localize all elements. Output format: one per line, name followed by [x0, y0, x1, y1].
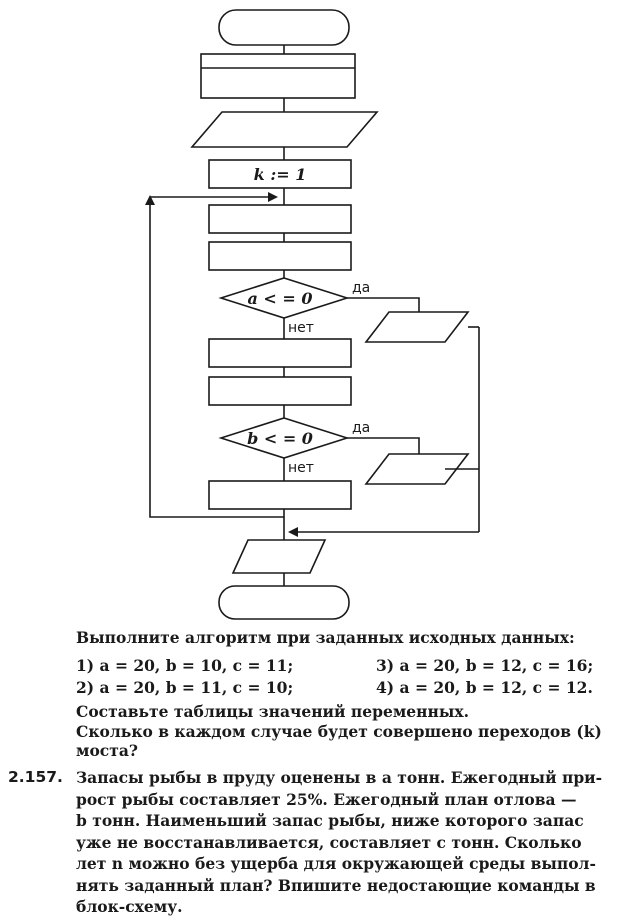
yes-label-1: да — [352, 280, 370, 296]
problem-line: блок-схему. — [76, 897, 183, 916]
problem-number: 2.157. — [8, 768, 63, 786]
case-3: 3) a = 20, b = 12, c = 16; — [376, 656, 594, 675]
cond-b-label: b < = 0 — [247, 429, 313, 448]
task-instruction: Выполните алгоритм при заданных исходных… — [76, 628, 575, 647]
output-parallelogram-1 — [364, 311, 470, 343]
problem-line: уже не восстанавливается, составляет c т… — [76, 832, 582, 852]
case-1: 1) a = 20, b = 10, c = 11; — [76, 656, 294, 675]
question-line-2: моста? — [76, 741, 138, 760]
start-terminator — [218, 9, 350, 46]
input-parallelogram — [190, 111, 379, 148]
question-line-1: Сколько в каждом случае будет совершено … — [76, 722, 602, 741]
no-label-2: нет — [288, 460, 314, 476]
output-parallelogram-3 — [231, 539, 327, 574]
assign-k-block — [208, 159, 352, 189]
loop-block-2 — [208, 241, 352, 271]
loop-block-3 — [208, 338, 352, 368]
problem-line: рост рыбы составляет 25%. Ежегодный план… — [76, 789, 577, 809]
problem-line: b тонн. Наименьший запас рыбы, ниже кото… — [76, 811, 584, 830]
k-assign-label: k := 1 — [254, 165, 307, 184]
process-block-1 — [200, 53, 356, 99]
flowchart: k := 1 a < = 0 b < = 0 да нет да нет — [145, 9, 480, 620]
problem-line: лет n можно без ущерба для окружающей ср… — [76, 854, 596, 873]
tables-line: Составьте таблицы значений переменных. — [76, 702, 470, 721]
case-4: 4) a = 20, b = 12, c = 12. — [376, 678, 593, 697]
yes-label-2: да — [352, 420, 370, 436]
loop-block-1 — [208, 204, 352, 234]
loop-block-4 — [208, 376, 352, 406]
problem-line: Запасы рыбы в пруду оценены в a тонн. Еж… — [76, 768, 603, 787]
output-parallelogram-2 — [364, 453, 470, 485]
loop-block-5 — [208, 480, 352, 510]
problem-line: нять заданный план? Впишите недостающие … — [76, 875, 596, 895]
end-terminator — [218, 585, 350, 620]
no-label-1: нет — [288, 320, 314, 336]
cond-a-label: a < = 0 — [247, 289, 312, 308]
case-2: 2) a = 20, b = 11, c = 10; — [76, 678, 294, 697]
